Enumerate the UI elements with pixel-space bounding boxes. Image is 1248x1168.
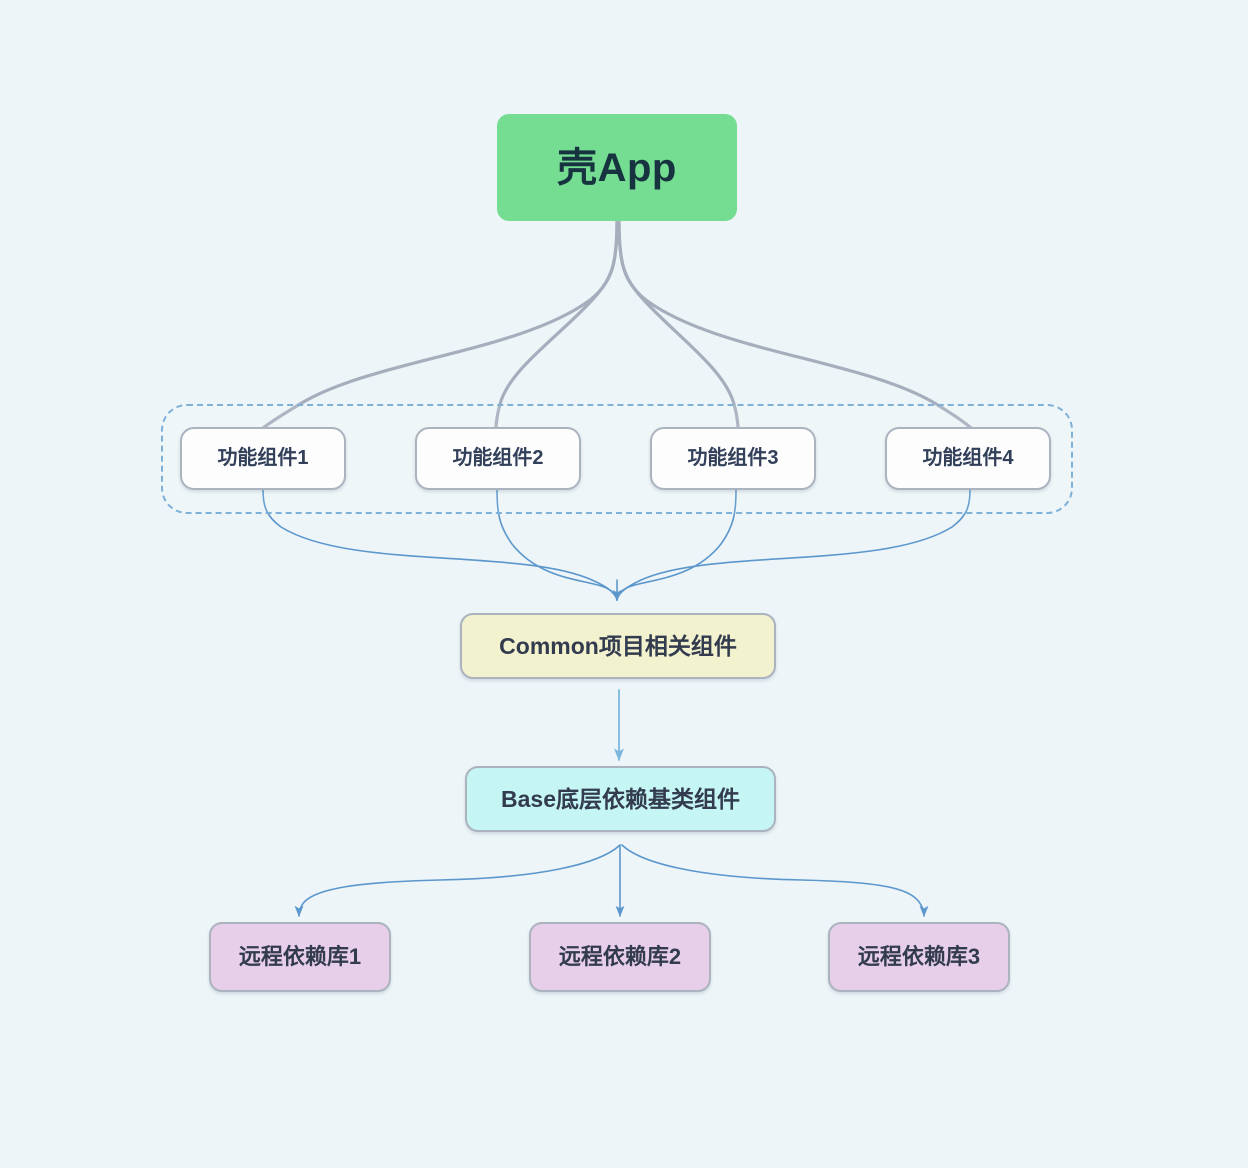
remote-library-3-label: 远程依赖库3 <box>857 944 981 970</box>
node-feature-component-1[interactable]: 功能组件1 <box>180 427 346 490</box>
common-component-label: Common项目相关组件 <box>499 632 737 659</box>
node-shell-app[interactable]: 壳App <box>497 114 737 221</box>
node-remote-library-3[interactable]: 远程依赖库3 <box>828 922 1010 992</box>
node-remote-library-1[interactable]: 远程依赖库1 <box>209 922 391 992</box>
base-component-label: Base底层依赖基类组件 <box>501 785 740 812</box>
edge-shell-to-feature-4 <box>617 219 973 430</box>
feature-component-2-label: 功能组件2 <box>452 447 544 469</box>
node-common-component[interactable]: Common项目相关组件 <box>460 613 776 679</box>
node-remote-library-2[interactable]: 远程依赖库2 <box>529 922 711 992</box>
node-base-component[interactable]: Base底层依赖基类组件 <box>465 766 776 832</box>
feature-component-1-label: 功能组件1 <box>217 447 309 469</box>
remote-library-2-label: 远程依赖库2 <box>558 944 682 970</box>
edges-base-to-remotes <box>294 844 929 917</box>
node-feature-component-2[interactable]: 功能组件2 <box>415 427 581 490</box>
feature-component-3-label: 功能组件3 <box>687 447 779 469</box>
shell-app-label: 壳App <box>557 145 677 190</box>
edges-shell-to-features <box>261 219 973 430</box>
edge-shell-to-feature-2 <box>494 219 619 430</box>
node-feature-component-3[interactable]: 功能组件3 <box>650 427 816 490</box>
edge-base-to-remote-1 <box>294 844 621 917</box>
remote-library-1-label: 远程依赖库1 <box>238 944 362 970</box>
edge-shell-to-feature-1 <box>261 219 619 430</box>
edge-base-to-remote-3 <box>621 844 929 917</box>
feature-component-4-label: 功能组件4 <box>922 447 1014 469</box>
node-feature-component-4[interactable]: 功能组件4 <box>885 427 1051 490</box>
edge-shell-to-feature-3 <box>617 219 740 430</box>
